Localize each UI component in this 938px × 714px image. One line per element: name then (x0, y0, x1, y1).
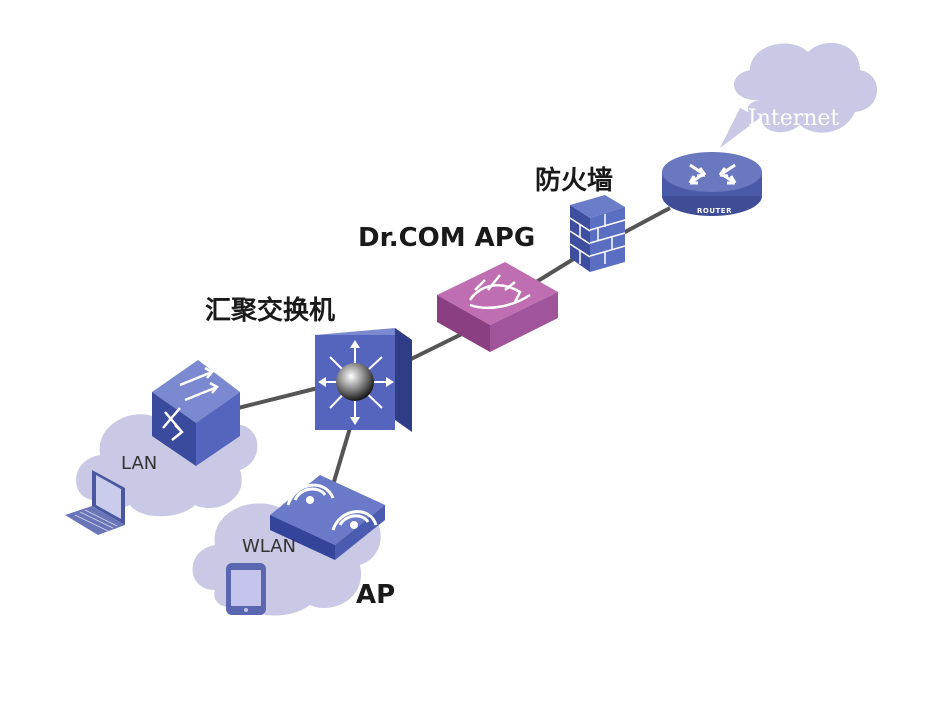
laptop-icon (65, 470, 125, 535)
aggregation-switch-icon (315, 328, 412, 432)
router-label: ROUTER (697, 207, 732, 215)
firewall-label: 防火墙 (535, 166, 614, 196)
lan-switch-icon (152, 360, 240, 466)
internet-cloud (720, 42, 878, 148)
firewall-icon (569, 195, 626, 272)
tablet-icon (226, 563, 266, 615)
aggregation-switch-label: 汇聚交换机 (205, 296, 336, 326)
access-point-icon (270, 475, 385, 560)
lan-label: LAN (121, 453, 158, 474)
internet-label: Internet (748, 106, 840, 131)
ap-label: AP (356, 580, 396, 610)
apg-icon (437, 262, 558, 352)
router-icon (662, 152, 762, 216)
link-apg-switch (404, 328, 471, 364)
wlan-label: WLAN (242, 536, 297, 557)
link-switch-lan (237, 386, 319, 410)
apg-label: Dr.COM APG (358, 223, 536, 253)
